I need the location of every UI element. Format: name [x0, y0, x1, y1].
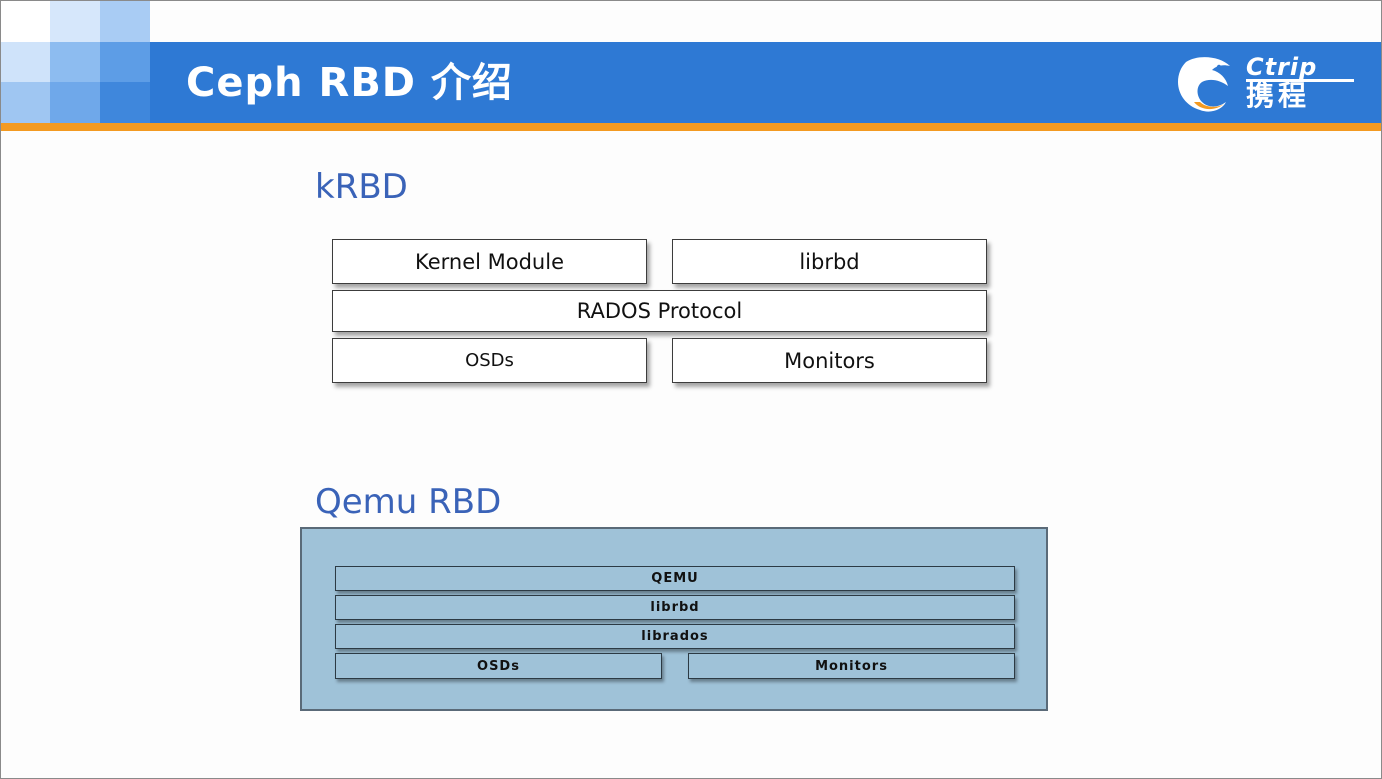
decor-square [100, 0, 150, 42]
krbd-librbd-box: librbd [672, 239, 987, 284]
decor-square [0, 82, 50, 123]
decor-square [0, 42, 50, 82]
decor-square [50, 0, 100, 42]
accent-line [0, 123, 1382, 131]
logo-rule [1246, 79, 1354, 82]
krbd-monitors-box: Monitors [672, 338, 987, 383]
decor-square [100, 82, 150, 123]
qemu-monitors-box: Monitors [688, 653, 1015, 679]
decor-square [50, 42, 100, 82]
kernel-module-box: Kernel Module [332, 239, 647, 284]
logo-word: Ctrip [1246, 53, 1318, 81]
dolphin-logo-icon [1178, 57, 1230, 112]
decor-square [100, 42, 150, 82]
decor-square [50, 82, 100, 123]
qemu-rbd-heading: Qemu RBD [315, 482, 502, 522]
rados-protocol-box: RADOS Protocol [332, 290, 987, 332]
krbd-osds-box: OSDs [332, 338, 647, 383]
qemu-librbd-box: librbd [335, 595, 1015, 620]
ctrip-logo: Ctrip 携程 [1172, 52, 1358, 114]
header-bar [0, 42, 1382, 123]
librados-box: librados [335, 624, 1015, 649]
qemu-box: QEMU [335, 566, 1015, 591]
decor-square [0, 0, 50, 42]
qemu-osds-box: OSDs [335, 653, 662, 679]
slide-title: Ceph RBD 介绍 [186, 60, 513, 106]
krbd-heading: kRBD [315, 167, 408, 207]
logo-cn: 携程 [1246, 79, 1311, 112]
